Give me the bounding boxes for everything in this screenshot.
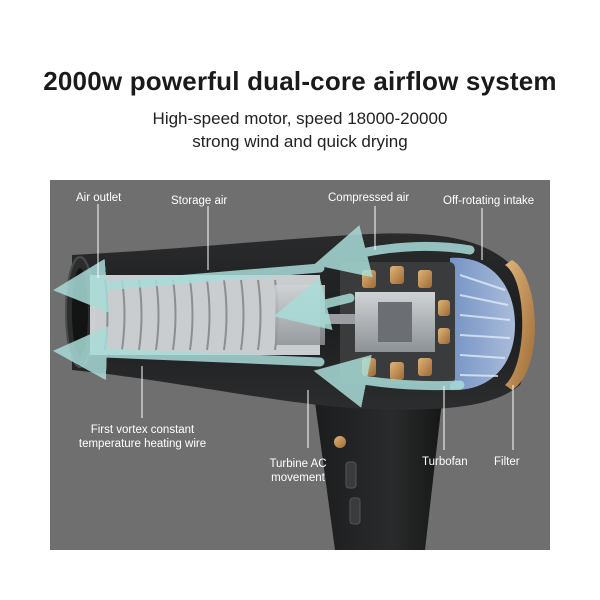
mica-plate xyxy=(275,285,325,345)
callout-heating-wire: First vortex constant temperature heatin… xyxy=(60,423,225,451)
callout-off-rotating-intake: Off-rotating intake xyxy=(443,195,535,207)
callout-compressed-air: Compressed air xyxy=(328,192,410,204)
airflow-arrows xyxy=(53,225,475,408)
gold-rear-ring xyxy=(505,260,535,390)
motor-stator xyxy=(378,302,412,342)
copper-coils xyxy=(362,266,450,380)
callout-air-outlet: Air outlet xyxy=(76,192,122,204)
header: 2000w powerful dual-core airflow system … xyxy=(0,0,600,180)
callout-lines xyxy=(97,204,514,450)
headline: 2000w powerful dual-core airflow system xyxy=(43,66,557,96)
hair-dryer-cutaway-panel: Air outlet Storage air Compressed air Of… xyxy=(50,180,550,550)
subline-speed: High-speed motor, speed 18000-20000 xyxy=(152,109,448,128)
callout-heating-wire-line2: temperature heating wire xyxy=(78,438,207,450)
callout-storage-air: Storage air xyxy=(171,195,228,207)
shaft xyxy=(320,314,355,324)
callout-heating-wire-line1: First vortex constant xyxy=(90,424,195,436)
button-gold xyxy=(334,436,346,448)
callout-turbofan: Turbofan xyxy=(422,456,468,468)
switch-slider-2 xyxy=(349,497,361,525)
switch-slider-1 xyxy=(345,461,357,489)
dryer-handle xyxy=(312,375,445,550)
hair-dryer-illustration xyxy=(53,204,535,550)
callout-turbine-line1: Turbine AC xyxy=(269,458,327,470)
subline-drying: strong wind and quick drying xyxy=(192,132,408,151)
turbofan-blades xyxy=(459,274,511,377)
callout-filter: Filter xyxy=(494,456,520,468)
callout-turbine: Turbine AC movement xyxy=(248,457,348,485)
callout-turbine-line2: movement xyxy=(271,472,325,484)
